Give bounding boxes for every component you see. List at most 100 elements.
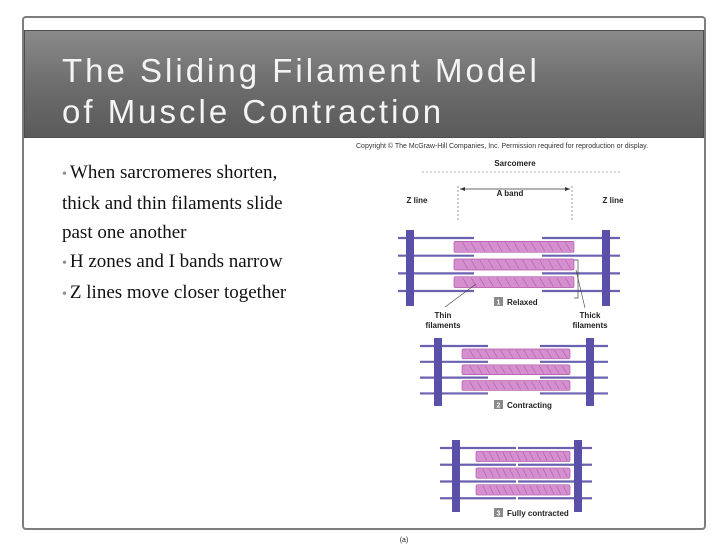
myosin-head [530, 242, 537, 252]
myosin-head [515, 381, 521, 390]
myosin-head [554, 381, 560, 390]
myosin-head [522, 277, 528, 287]
myosin-head [556, 242, 563, 252]
myosin-head [539, 259, 546, 270]
myosin-head [556, 485, 561, 495]
myosin-head [496, 259, 503, 270]
myosin-head [489, 452, 494, 461]
myosin-head [488, 259, 494, 270]
myosin-head [563, 468, 568, 478]
myosin-head [515, 365, 521, 374]
bullet-item: •When sarcromeres shorten, thick and thi… [62, 158, 302, 247]
myosin-head [505, 242, 511, 252]
myosin-head [509, 485, 514, 495]
z-line-label-left: Z line [407, 196, 428, 205]
myosin-head [562, 349, 568, 358]
myosin-head [522, 452, 528, 461]
myosin-head [500, 349, 506, 358]
bullet-icon: • [62, 256, 67, 271]
myosin-head [546, 381, 552, 390]
myosin-head [542, 452, 548, 461]
myosin-head [469, 365, 475, 374]
myosin-head [462, 259, 468, 270]
myosin-head [502, 452, 508, 461]
a-band-label: A band [497, 189, 524, 198]
thin-filament-leader [444, 283, 477, 308]
myosin-head [531, 381, 537, 390]
myosin-head [529, 468, 535, 478]
myosin-head [513, 277, 520, 287]
myosin-head [536, 485, 541, 495]
myosin-head [538, 381, 545, 390]
myosin-head [531, 365, 537, 374]
z-line [574, 440, 582, 512]
myosin-head [515, 349, 521, 358]
myosin-head [505, 277, 511, 287]
myosin-head [539, 277, 546, 287]
myosin-head [562, 365, 568, 374]
stage-number: 2 [497, 403, 501, 410]
slide-border [22, 16, 706, 530]
z-line-label-right: Z line [603, 196, 624, 205]
myosin-head [546, 365, 552, 374]
myosin-head [479, 259, 486, 270]
myosin-head [549, 485, 555, 495]
myosin-head [549, 468, 555, 478]
myosin-head [565, 242, 571, 252]
title-bar [24, 30, 704, 138]
myosin-head [548, 259, 554, 270]
myosin-head [542, 468, 548, 478]
z-line [406, 230, 414, 306]
myosin-head [479, 242, 486, 252]
myosin-head [563, 485, 568, 495]
myosin-head [565, 259, 571, 270]
a-band-arrowhead-right [565, 187, 570, 191]
myosin-head [516, 468, 521, 478]
stage-number-badge [494, 400, 503, 409]
myosin-head [549, 452, 555, 461]
myosin-head [508, 381, 514, 390]
myosin-head [530, 259, 537, 270]
figure-part-label: (a) [400, 537, 409, 544]
bullet-item: •H zones and I bands narrow [62, 247, 302, 278]
copyright-notice: Copyright © The McGraw-Hill Companies, I… [356, 143, 649, 150]
myosin-head [470, 259, 477, 270]
myosin-head [554, 349, 560, 358]
myosin-head [482, 468, 488, 478]
myosin-head [496, 277, 503, 287]
myosin-head [530, 277, 537, 287]
z-line [586, 338, 594, 406]
myosin-head [492, 381, 498, 390]
thick-filament-leader [575, 269, 586, 309]
myosin-head [484, 349, 491, 358]
myosin-head [538, 365, 545, 374]
stage-label: Contracting [507, 401, 552, 410]
myosin-head [477, 349, 483, 358]
stage-label: Fully contracted [507, 509, 569, 518]
myosin-head [509, 468, 514, 478]
myosin-head [488, 242, 494, 252]
myosin-head [529, 485, 535, 495]
myosin-head [516, 452, 521, 461]
myosin-head [563, 452, 568, 461]
myosin-head [556, 468, 561, 478]
myosin-head [505, 259, 511, 270]
myosin-head [513, 259, 520, 270]
myosin-head [484, 381, 491, 390]
bullet-item: •Z lines move closer together [62, 278, 302, 309]
myosin-head [529, 452, 535, 461]
myosin-head [565, 277, 571, 287]
myosin-head [554, 365, 560, 374]
myosin-head [492, 365, 498, 374]
thick-filament [453, 241, 575, 253]
myosin-head [562, 381, 568, 390]
myosin-head [495, 485, 501, 495]
myosin-head [495, 468, 501, 478]
myosin-head [500, 365, 506, 374]
a-band-arrowhead-left [460, 187, 465, 191]
myosin-head [556, 277, 563, 287]
myosin-head [509, 452, 514, 461]
